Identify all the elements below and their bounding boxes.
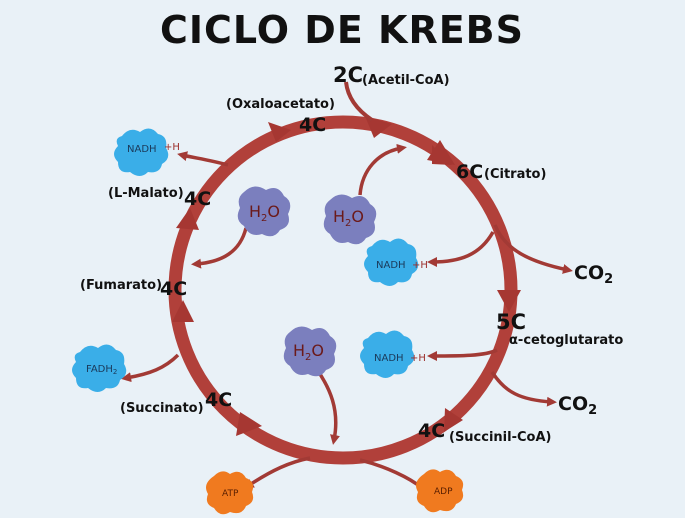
oxaloacetate-carbon: 4C [299,114,326,136]
citrate-name: (Citrato) [484,167,546,182]
nadh-lower-branch [427,348,498,361]
nadh-blob-icon [360,330,415,378]
h2o-blob-icon [323,194,377,245]
ketoglutarate-name: α-cetoglutarato [509,333,623,348]
nadh-blob-icon [364,238,419,286]
arrowhead-citrate-2 [427,140,455,165]
h2o-left: H2O [237,186,291,237]
h2o-blob-icon [283,326,337,377]
h2o-left-arrow [191,227,248,269]
nadh-text: NADH [376,260,406,271]
h2o-top-arrow [358,143,407,196]
atp-molecule: ATP [206,471,254,515]
h2o-text: H2O [249,202,280,224]
co2-lower-branch [490,371,557,407]
arrowhead-ketoglutarate [497,290,521,312]
nadh-text: NADH [127,144,157,155]
fumarate-carbon: 4C [160,278,187,300]
arrowhead-succinate [236,412,262,436]
adp-branch [359,458,424,490]
fadh2-succinate: FADH2 [72,344,127,392]
h2o-top: H2O [323,194,377,245]
nadh-blob-icon [114,128,169,176]
nadh-citrate: NADH +H [364,238,428,286]
h2o-text: H2O [333,207,364,229]
plus-h-text: +H [410,353,426,364]
fadh2-blob-icon [72,344,127,392]
h2o-text: H2O [293,341,324,363]
succinylcoa-name: (Succinil-CoA) [449,430,551,445]
fumarate-name: (Fumarato) [80,278,162,293]
succinylcoa-carbon: 4C [418,420,445,442]
nadh-ketoglutarate: NADH +H [360,330,426,378]
h2o-bottom: H2O [283,326,337,377]
fadh2-text: FADH2 [86,364,117,376]
acetyl-name: (Acetil-CoA) [362,73,450,88]
ketoglutarate-carbon: 5C [496,310,526,334]
succinate-name: (Succinato) [120,401,204,416]
co2-labels: CO2 CO2 [558,262,613,418]
adp-blob-icon [416,469,464,513]
acetyl-carbon: 2C [333,63,363,87]
nadh-text: NADH [374,353,404,364]
nadh-malate-arrow [177,151,229,167]
ring-arrowheads [172,116,521,436]
arrowhead-succinylcoa [444,408,463,432]
malate-name: (L-Malato) [108,186,184,201]
adp-molecule: ADP [416,469,464,513]
acetyl-entry-arrow [344,81,374,122]
arrowhead-top-left [268,122,291,142]
adp-text: ADP [434,487,453,497]
atp-text: ATP [222,489,239,499]
co2-top-label: CO2 [574,262,613,287]
arrowhead-malate [176,208,199,230]
fadh2-branch [121,353,180,383]
branch-arrows [121,143,573,490]
arrowhead-oxaloacetate [365,116,392,138]
oxaloacetate-name: (Oxaloacetato) [226,97,335,112]
co2-bottom-label: CO2 [558,393,597,418]
atp-blob-icon [206,471,254,515]
atp-branch [243,456,311,489]
plus-h-text: +H [164,142,180,153]
h2o-blob-icon [237,186,291,237]
stage-labels: 2C (Acetil-CoA) (Oxaloacetato) 4C 6C (Ci… [80,63,623,445]
malate-carbon: 4C [184,188,211,210]
h2o-bottom-arrow [314,366,340,445]
succinate-carbon: 4C [205,389,232,411]
diagram-title: CICLO DE KREBS [160,8,524,52]
plus-h-text: +H [412,260,428,271]
citrate-carbon: 6C [456,161,483,183]
arrowhead-fumarate [172,300,194,322]
co2-top-branch [493,224,573,274]
nadh-mid-branch [427,231,495,267]
nadh-malate: NADH +H [114,128,180,176]
